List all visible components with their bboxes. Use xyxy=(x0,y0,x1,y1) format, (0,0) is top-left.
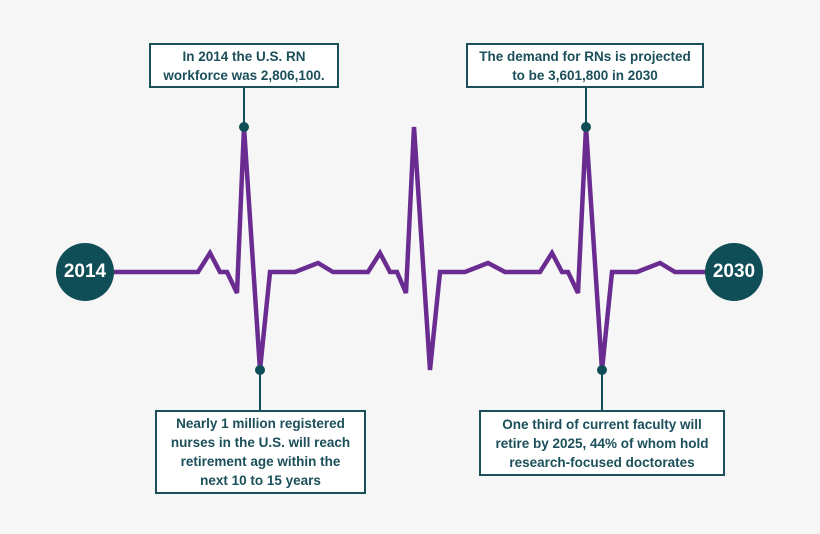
start-year-badge: 2014 xyxy=(56,243,114,301)
callout-text: The demand for RNs is projected to be 3,… xyxy=(479,48,691,83)
callout-text: One third of current faculty will retire… xyxy=(495,416,709,470)
pulse-line xyxy=(114,126,710,371)
marker-dot-bottom-left xyxy=(255,365,265,375)
callout-text: In 2014 the U.S. RN workforce was 2,806,… xyxy=(163,48,325,83)
callout-faculty-retirement: One third of current faculty will retire… xyxy=(479,410,725,476)
callout-rn-workforce-2014: In 2014 the U.S. RN workforce was 2,806,… xyxy=(149,43,339,88)
marker-dot-top-right xyxy=(581,122,591,132)
callout-text: Nearly 1 million registered nurses in th… xyxy=(170,416,351,488)
callout-rn-demand-2030: The demand for RNs is projected to be 3,… xyxy=(466,43,704,88)
marker-dot-bottom-right xyxy=(597,365,607,375)
start-year-label: 2014 xyxy=(63,261,107,282)
marker-dot-top-left xyxy=(239,122,249,132)
callout-retirement-nurses: Nearly 1 million registered nurses in th… xyxy=(155,410,366,494)
end-year-badge: 2030 xyxy=(705,243,763,301)
end-year-label: 2030 xyxy=(712,261,756,282)
